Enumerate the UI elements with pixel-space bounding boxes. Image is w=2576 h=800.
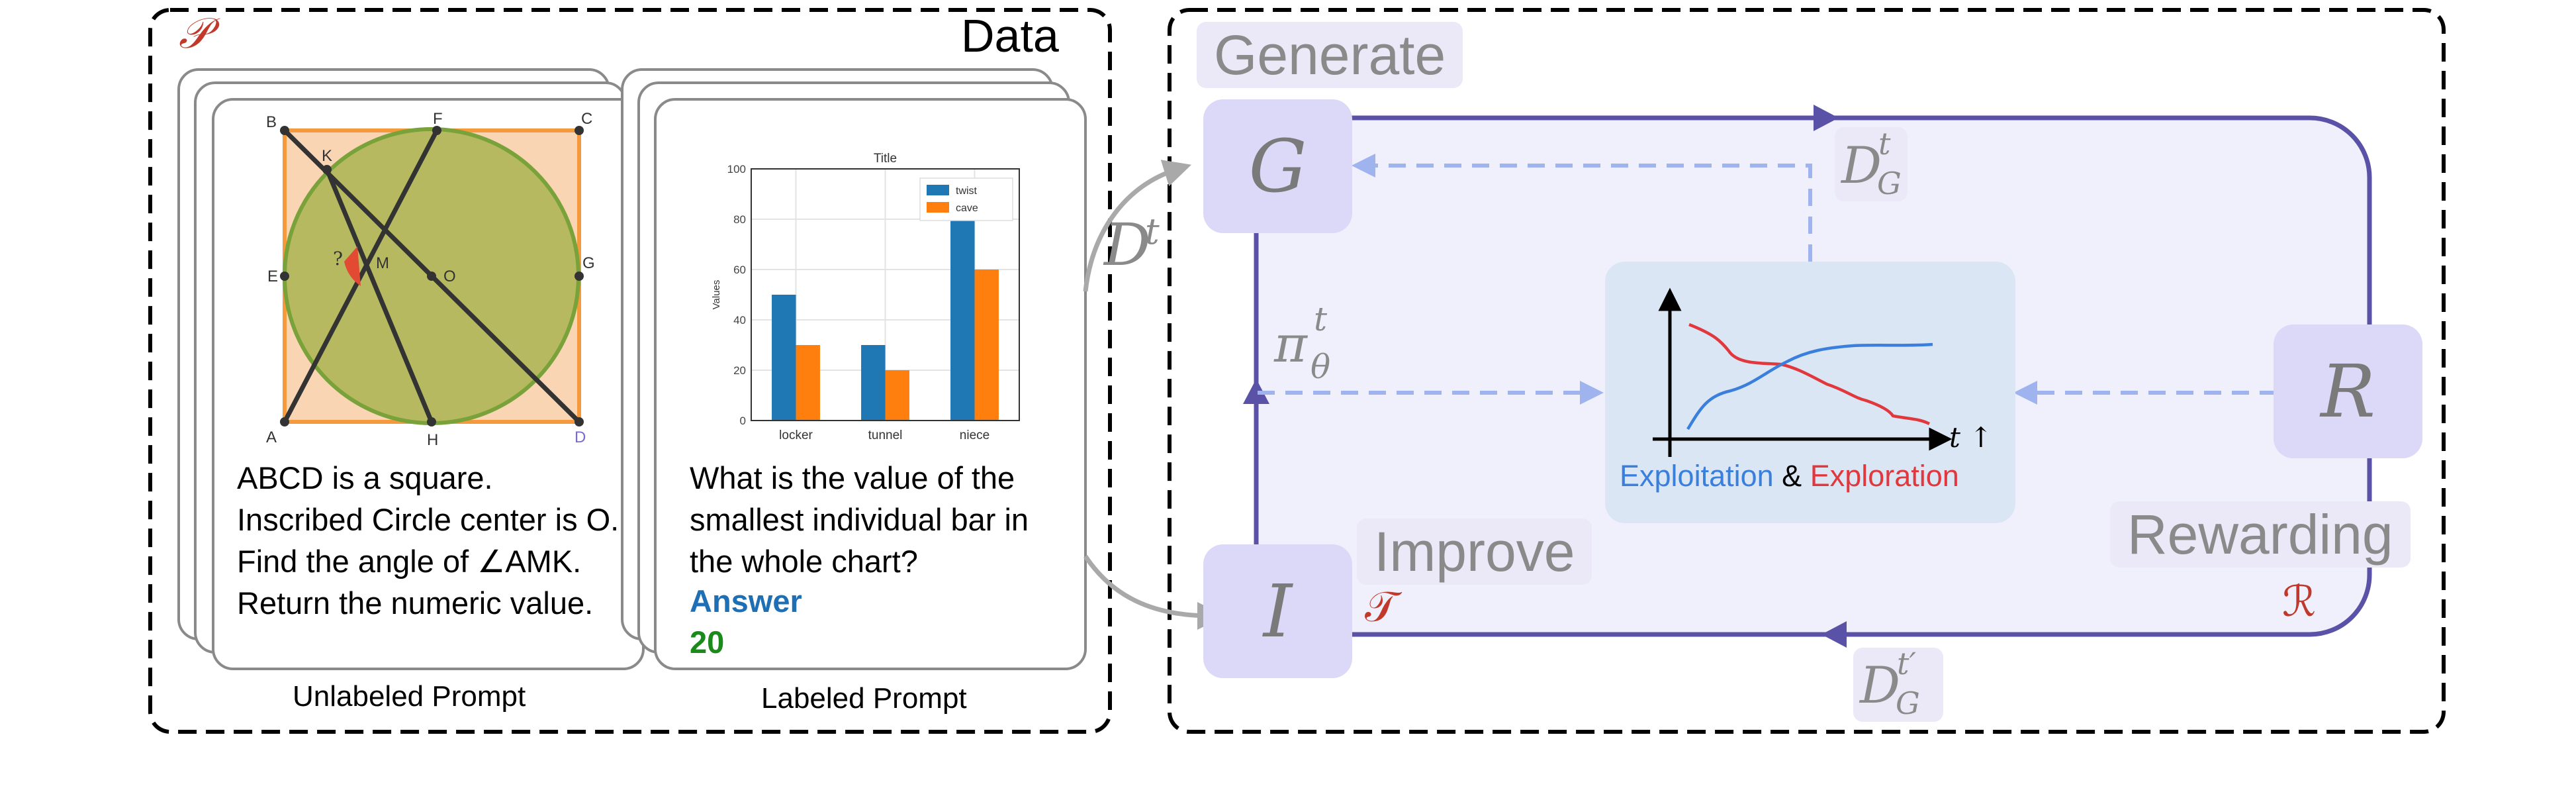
connector-d-superscript: t [1145, 211, 1160, 252]
point-g [575, 272, 584, 281]
exploitation-curve [1686, 342, 1933, 430]
frame-arrowhead-bottom [1821, 621, 1847, 648]
generate-label: Generate [1197, 22, 1463, 88]
frame-arrowhead-top [1814, 105, 1839, 131]
chart-ytick-100: 100 [727, 163, 746, 175]
chart-ytick-0: 0 [740, 415, 746, 427]
point-k [322, 165, 332, 174]
bar-chart: 0 20 40 60 80 100 locker tunnel niece TitleValues… [711, 152, 1020, 442]
chart-bar-twist-niece [950, 219, 975, 421]
exploration-box [1605, 262, 2015, 523]
loop-panel-border [1168, 8, 2446, 734]
label-d: D [575, 428, 586, 446]
exploit-explore-caption: Exploitation & Exploration [1620, 459, 1959, 493]
dg-bottom-superscript: t′ [1897, 646, 1916, 681]
label-c: C [581, 110, 592, 128]
node-generate: G [1203, 99, 1352, 233]
chart-ytick-80: 80 [733, 213, 746, 226]
exploration-label: Exploration [1810, 459, 1959, 493]
dg-bottom-box [1853, 648, 1943, 722]
inner-axis-label: t ↑ [1949, 421, 1993, 454]
dg-top-box [1835, 127, 1908, 201]
point-f [432, 126, 441, 135]
chart-bar-cave-tunnel [885, 370, 909, 421]
rewarding-label: Rewarding [2110, 501, 2411, 568]
data-panel-symbol: 𝒫 [179, 9, 210, 58]
label-b: B [266, 113, 277, 131]
chart-bar-twist-tunnel [861, 345, 886, 421]
label-o: O [443, 268, 456, 285]
segment-f-a [282, 129, 439, 423]
data-panel-title: Data [961, 10, 1059, 62]
unlabeled-caption: Unlabeled Prompt [293, 680, 526, 713]
label-unknown: ? [333, 248, 343, 270]
point-d [575, 417, 584, 426]
chart-xtick-tunnel: tunnel [868, 428, 903, 442]
geometry-figure: B K F C E M O G A H D ? [266, 110, 595, 449]
node-rewarding: R [2274, 325, 2422, 458]
chart-bar-cave-niece [974, 270, 999, 421]
answer-value: 20 [690, 625, 725, 660]
chart-xtick-niece: niece [960, 428, 989, 442]
unlabeled-question: ABCD is a square. Inscribed Circle cente… [237, 460, 620, 621]
chart-bar-twist-locker [772, 295, 796, 421]
pi-subscript: θ [1311, 348, 1331, 386]
connector-d-symbol: D [1104, 211, 1151, 279]
exploration-curve [1688, 323, 1931, 426]
dg-top-subscript: G [1877, 166, 1902, 201]
label-g: G [582, 254, 595, 272]
labeled-question: What is the value of the smallest indivi… [690, 460, 1029, 579]
labeled-caption: Labeled Prompt [761, 682, 967, 715]
dashed-inner-to-g [1352, 154, 1812, 262]
arrow-data-to-generate [1083, 160, 1192, 292]
chart-ytick-40: 40 [733, 314, 746, 326]
exploitation-label: Exploitation [1620, 459, 1774, 493]
chart-ytick-20: 20 [733, 364, 746, 377]
r-calligraphic-symbol: ℛ [2282, 577, 2317, 626]
chart-legend-swatch-cave [927, 202, 949, 213]
node-improve: I [1203, 544, 1352, 678]
dg-top-symbol: D [1841, 136, 1882, 195]
t-calligraphic-symbol: 𝒯 [1365, 583, 1398, 632]
label-f: F [433, 110, 443, 128]
point-a [280, 417, 289, 426]
segment-k-h [324, 168, 434, 423]
label-m: M [376, 254, 389, 272]
chart-legend-label-twist: twist [956, 185, 978, 197]
data-panel-border [148, 8, 1112, 734]
chart-ylabel: Values [711, 280, 722, 310]
chart-frame [751, 168, 1020, 421]
ampersand-label: & [1782, 459, 1802, 493]
frame-arrowhead-left [1243, 379, 1269, 404]
point-o [427, 272, 436, 281]
chart-title: Title [874, 152, 897, 166]
improve-label: Improve [1357, 519, 1592, 585]
dg-top-superscript: t [1878, 126, 1891, 162]
point-e [280, 272, 289, 281]
label-k: K [322, 147, 332, 165]
chart-legend-box [919, 177, 1013, 221]
point-h [427, 417, 436, 426]
label-h: H [427, 431, 438, 449]
point-c [575, 126, 584, 135]
point-b [280, 126, 289, 135]
dg-bottom-subscript: G [1896, 685, 1920, 721]
chart-xtick-locker: locker [779, 428, 813, 442]
chart-legend-swatch-twist [927, 185, 949, 195]
pi-superscript: t [1314, 300, 1328, 338]
chart-bar-cave-locker [796, 345, 820, 421]
label-a: A [266, 428, 277, 446]
chart-ytick-60: 60 [733, 264, 746, 276]
arrow-improve-to-data [1083, 555, 1225, 630]
angle-marker [344, 246, 361, 286]
chart-legend-label-cave: cave [956, 203, 978, 214]
dg-bottom-symbol: D [1860, 656, 1900, 715]
label-e: E [267, 268, 278, 285]
answer-label: Answer [690, 583, 802, 619]
pi-symbol: π [1274, 315, 1307, 374]
